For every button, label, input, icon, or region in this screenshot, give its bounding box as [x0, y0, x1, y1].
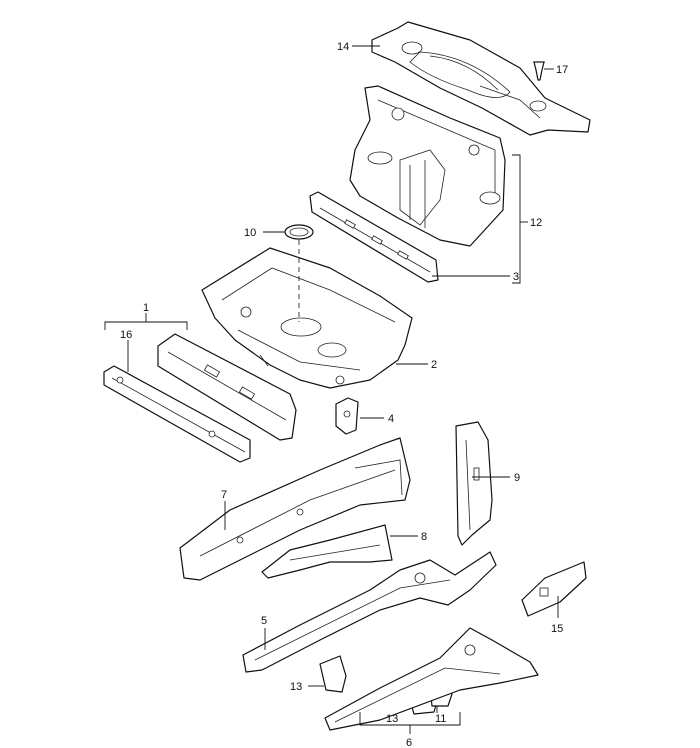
part-15-bracket — [521, 561, 587, 617]
callout-2: 2 — [431, 359, 437, 371]
callout-5: 5 — [261, 615, 267, 627]
part-13-bracket-upper — [319, 655, 347, 693]
callout-8: 8 — [421, 531, 427, 543]
part-8-reinforcement — [261, 524, 393, 579]
callout-13-bottom: 13 — [386, 713, 398, 725]
callout-9: 9 — [514, 472, 520, 484]
part-9-pillar — [455, 421, 493, 546]
part-12-rear-bulkhead — [349, 85, 506, 247]
part-10-ring-seal — [284, 224, 314, 240]
callout-14: 14 — [337, 41, 349, 53]
callout-6: 6 — [406, 737, 412, 748]
callout-15: 15 — [551, 623, 563, 635]
callout-3: 3 — [513, 271, 519, 283]
part-1-side-member — [157, 333, 297, 441]
callout-4: 4 — [388, 413, 394, 425]
callout-7: 7 — [221, 489, 227, 501]
part-4-bracket — [335, 397, 359, 435]
callout-13-left: 13 — [290, 681, 302, 693]
part-17-clip — [533, 61, 545, 81]
part-3-cross-member — [309, 191, 439, 283]
part-16-rail — [103, 365, 251, 463]
callout-11: 11 — [435, 713, 446, 725]
part-6-lower-rail — [324, 627, 539, 731]
callout-10: 10 — [244, 227, 256, 239]
callout-17: 17 — [556, 64, 568, 76]
part-14-upper-panel — [371, 21, 591, 136]
part-5-longitudinal — [242, 551, 497, 673]
leader-lines — [104, 45, 559, 734]
part-7-longitudinal — [179, 437, 411, 581]
part-2-floor-pan — [201, 247, 413, 389]
callout-16: 16 — [120, 329, 132, 341]
callout-12: 12 — [530, 217, 542, 229]
callout-1: 1 — [143, 302, 149, 314]
